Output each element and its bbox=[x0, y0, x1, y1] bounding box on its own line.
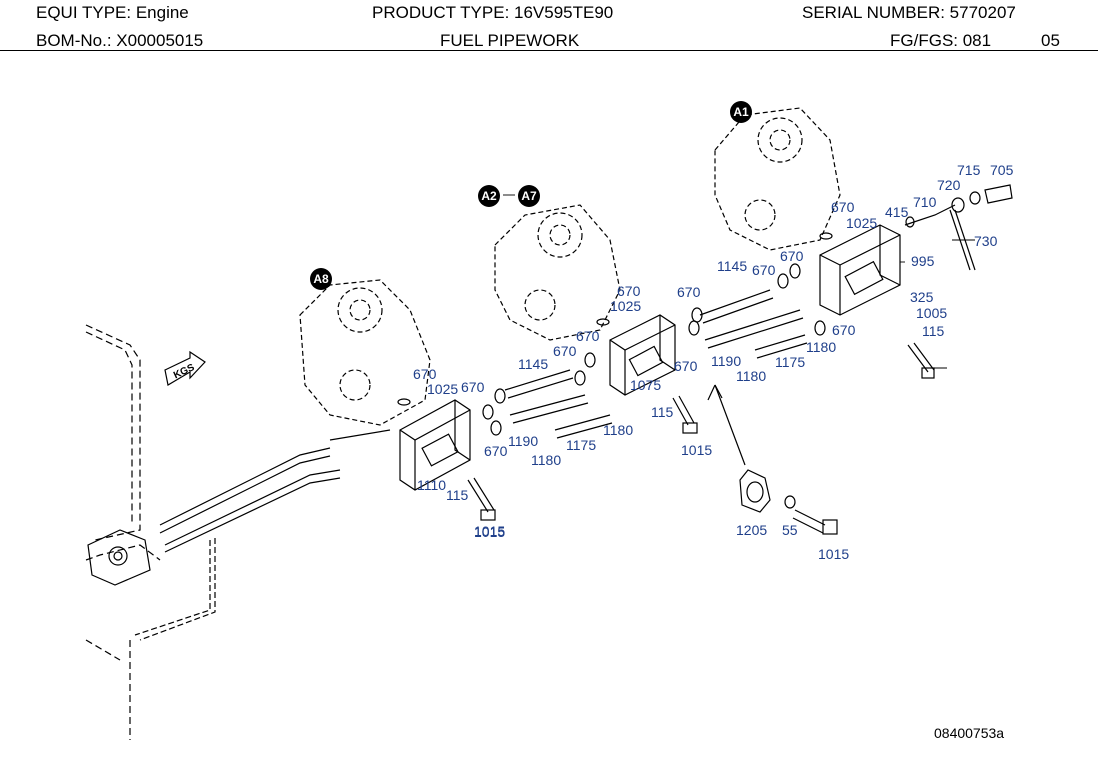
part-label: 1180 bbox=[736, 368, 766, 384]
bolts-1015 bbox=[467, 342, 935, 535]
part-label: 720 bbox=[937, 177, 961, 193]
fitting-assembly-705-730 bbox=[904, 184, 1013, 271]
o-rings bbox=[397, 232, 833, 436]
bom-number: BOM-No.: X00005015 bbox=[36, 31, 204, 50]
part-label: 710 bbox=[913, 194, 937, 210]
part-label: 325 bbox=[910, 289, 934, 305]
part-label: 1205 bbox=[736, 522, 767, 538]
part-label: 995 bbox=[911, 253, 935, 269]
part-label: 1175 bbox=[566, 437, 596, 453]
distribution-block-1075 bbox=[609, 314, 676, 396]
part-label: 1175 bbox=[775, 354, 805, 370]
part-label: 1180 bbox=[806, 339, 836, 355]
pointer-arrow bbox=[707, 384, 746, 466]
part-label: 1190 bbox=[711, 353, 741, 369]
drawing-reference: 08400753a bbox=[934, 725, 1005, 741]
pump-A8 bbox=[299, 279, 431, 426]
pipes-1145-1190 bbox=[504, 289, 808, 439]
part-label: 1145 bbox=[717, 258, 747, 274]
part-label: 1015 bbox=[681, 442, 712, 458]
part-label: 415 bbox=[885, 204, 909, 220]
part-label: 715 bbox=[957, 162, 981, 178]
callout-A8: A8 bbox=[310, 268, 332, 290]
part-label: 1015 bbox=[474, 524, 505, 540]
part-label: 1005 bbox=[916, 305, 947, 321]
kgs-arrow bbox=[164, 350, 206, 386]
part-label: 115 bbox=[922, 323, 945, 339]
part-label: 670 bbox=[677, 284, 701, 300]
part-label: 1180 bbox=[603, 422, 633, 438]
part-label: 670 bbox=[617, 283, 641, 299]
product-type: PRODUCT TYPE: 16V595TE90 bbox=[372, 3, 614, 22]
engine-block-outline bbox=[85, 324, 161, 740]
svg-text:A7: A7 bbox=[521, 189, 537, 203]
drawing-title: FUEL PIPEWORK bbox=[440, 31, 580, 50]
part-label: 1075 bbox=[630, 377, 661, 393]
svg-text:A1: A1 bbox=[733, 105, 749, 119]
part-label: 1025 bbox=[427, 381, 458, 397]
svg-text:A8: A8 bbox=[313, 272, 329, 286]
distribution-block-1110 bbox=[399, 399, 471, 491]
part-label: 1015 bbox=[474, 523, 505, 539]
callout-A1: A1 bbox=[730, 101, 752, 123]
callout-A2: A2 bbox=[478, 185, 500, 207]
distribution-block-995 bbox=[819, 224, 901, 316]
svg-text:A2: A2 bbox=[481, 189, 497, 203]
part-label: 670 bbox=[461, 379, 485, 395]
part-label: 670 bbox=[674, 358, 698, 374]
fg-fgs: FG/FGS: 081 bbox=[890, 31, 992, 50]
part-label: 670 bbox=[831, 199, 855, 215]
part-label: 670 bbox=[553, 343, 577, 359]
part-label: 670 bbox=[752, 262, 776, 278]
pump-A2-A7 bbox=[494, 204, 621, 341]
part-label: 670 bbox=[484, 443, 508, 459]
callout-A7: A7 bbox=[518, 185, 540, 207]
part-label: 1145 bbox=[518, 356, 548, 372]
part-label: 115 bbox=[651, 404, 674, 420]
part-label: 115 bbox=[446, 487, 469, 503]
part-label: 1025 bbox=[610, 298, 641, 314]
pump-A1 bbox=[714, 107, 841, 251]
part-label: 670 bbox=[780, 248, 804, 264]
part-label: 1110 bbox=[417, 477, 446, 493]
engine-block-flange bbox=[87, 529, 151, 586]
part-label: 1025 bbox=[846, 215, 877, 231]
serial-number: SERIAL NUMBER: 5770207 bbox=[802, 3, 1016, 22]
equi-type: EQUI TYPE: Engine bbox=[36, 3, 189, 22]
fuel-pipe-lines bbox=[134, 429, 391, 641]
part-label: 670 bbox=[413, 366, 437, 382]
bracket-1205 bbox=[739, 469, 796, 513]
part-label: 1180 bbox=[531, 452, 561, 468]
part-label: 670 bbox=[576, 328, 600, 344]
part-label: 730 bbox=[974, 233, 998, 249]
part-label: 705 bbox=[990, 162, 1014, 178]
header-rule bbox=[0, 50, 1098, 51]
part-label: 670 bbox=[832, 322, 856, 338]
part-label: 1190 bbox=[508, 433, 538, 449]
sheet-number: 05 bbox=[1041, 31, 1060, 50]
part-label: 1015 bbox=[818, 546, 849, 562]
part-label: 55 bbox=[782, 522, 798, 538]
leader-lines bbox=[503, 194, 975, 369]
